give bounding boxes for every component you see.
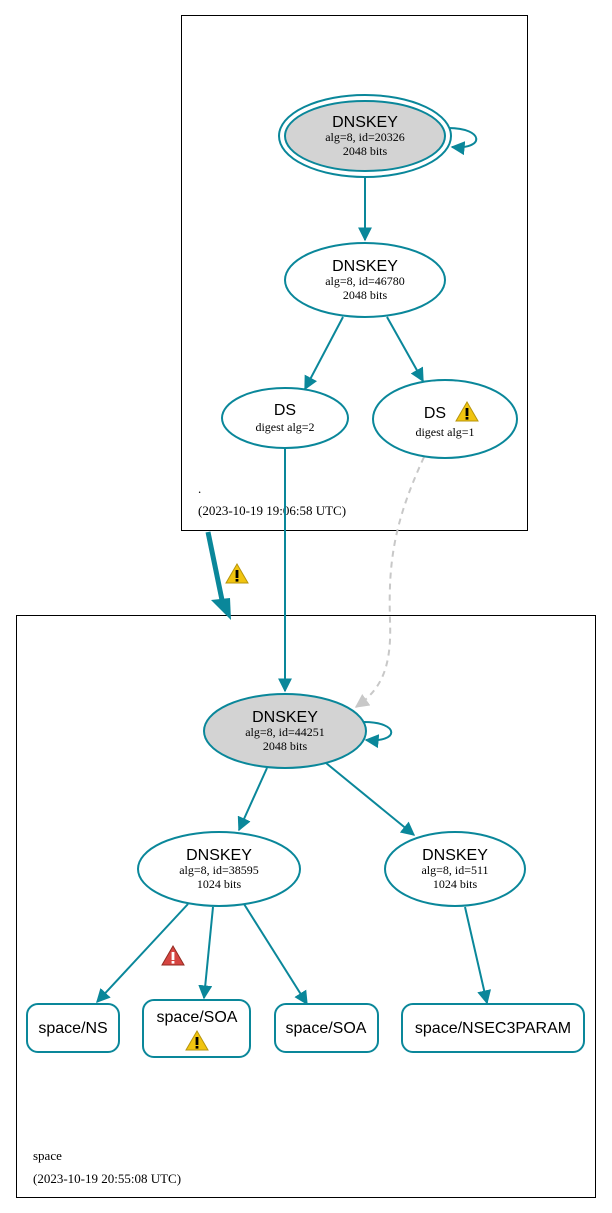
- rrset-soa-label: space/SOA: [286, 1020, 367, 1037]
- space-ksk-node: DNSKEY alg=8, id=44251 2048 bits: [203, 693, 367, 769]
- rrset-nsec3param-label: space/NSEC3PARAM: [415, 1020, 571, 1037]
- root-zsk-bits: 2048 bits: [343, 288, 388, 302]
- root-ksk-alg: alg=8, id=20326: [325, 130, 405, 144]
- zsk-a-to-ns-edge: [96, 903, 189, 1004]
- rrset-ns-label: space/NS: [38, 1020, 107, 1037]
- ds-digest2-alg: digest alg=2: [255, 420, 314, 434]
- root-zone-timestamp: (2023-10-19 19:06:58 UTC): [198, 503, 346, 518]
- delegation-warning-icon: [225, 563, 249, 584]
- space-ksk-to-zsk-a-edge: [237, 767, 268, 832]
- space-zsk-b-node: DNSKEY alg=8, id=511 1024 bits: [384, 831, 526, 907]
- space-zsk-b-alg: alg=8, id=511: [421, 863, 488, 877]
- space-ksk-bits: 2048 bits: [263, 739, 308, 753]
- space-ksk-self-edge: [363, 721, 393, 749]
- root-zsk-alg: alg=8, id=46780: [325, 274, 405, 288]
- rrset-soa-node: space/SOA: [274, 1003, 379, 1053]
- ds-digest2-title: DS: [274, 402, 296, 419]
- root-zsk-title: DNSKEY: [332, 258, 398, 275]
- rrset-ns-node: space/NS: [26, 1003, 120, 1053]
- root-zone-box: [181, 15, 528, 531]
- space-ksk-alg: alg=8, id=44251: [245, 725, 325, 739]
- rrset-soa-warning-label: space/SOA: [157, 1009, 238, 1026]
- space-zsk-b-title: DNSKEY: [422, 847, 488, 864]
- root-ksk-node: DNSKEY alg=8, id=20326 2048 bits: [278, 94, 452, 178]
- delegation-arrowhead: [211, 598, 231, 620]
- space-zsk-b-bits: 1024 bits: [433, 877, 478, 891]
- root-zsk-to-ds1-edge: [386, 316, 424, 383]
- root-zsk-to-ds2-edge: [304, 316, 344, 391]
- space-zsk-a-alg: alg=8, id=38595: [179, 863, 259, 877]
- root-ksk-bits: 2048 bits: [343, 144, 388, 158]
- root-zsk-node: DNSKEY alg=8, id=46780 2048 bits: [284, 242, 446, 318]
- ds-digest1-title: DS: [424, 405, 446, 422]
- ds-digest1-alg: digest alg=1: [415, 425, 474, 439]
- delegation-edge: [205, 531, 225, 601]
- root-zone-name: .: [198, 481, 201, 496]
- ds-digest2-node: DS digest alg=2: [221, 387, 349, 449]
- root-ksk-self-edge: [447, 127, 478, 156]
- root-ksk-title: DNSKEY: [332, 114, 398, 131]
- rrset-soa-warning-node: space/SOA: [142, 999, 251, 1058]
- space-ksk-to-zsk-b-edge: [325, 762, 416, 836]
- space-zsk-a-title: DNSKEY: [186, 847, 252, 864]
- ds-digest1-node: DS digest alg=1: [372, 379, 518, 459]
- ns-edge-error-icon: [161, 945, 185, 966]
- space-zsk-a-node: DNSKEY alg=8, id=38595 1024 bits: [137, 831, 301, 907]
- space-zsk-a-bits: 1024 bits: [197, 877, 242, 891]
- zsk-b-to-nsec3param-edge: [464, 906, 492, 1005]
- space-zone-timestamp: (2023-10-19 20:55:08 UTC): [33, 1171, 181, 1186]
- zsk-a-to-soa-edge: [243, 903, 308, 1006]
- space-ksk-title: DNSKEY: [252, 709, 318, 726]
- space-zone-name: space: [33, 1148, 62, 1163]
- ds1-to-space-ksk-edge: [354, 456, 425, 708]
- space-zone-box: [16, 615, 596, 1198]
- zsk-a-to-soa-warn-edge: [198, 906, 214, 1000]
- rrset-nsec3param-node: space/NSEC3PARAM: [401, 1003, 585, 1053]
